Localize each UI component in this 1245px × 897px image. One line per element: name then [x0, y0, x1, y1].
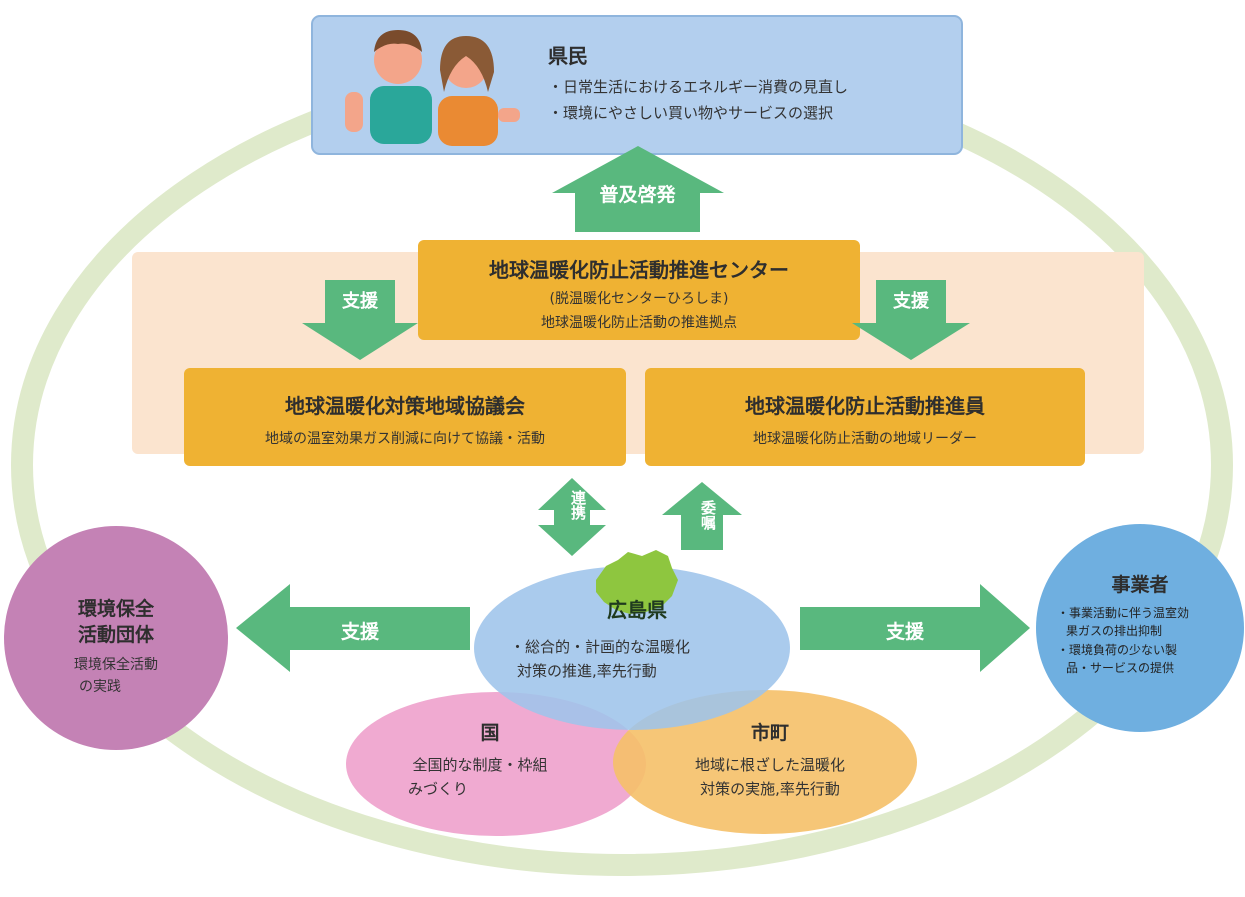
env-group-title-1: 環境保全 — [77, 598, 154, 620]
shien-right-label: 支援 — [893, 291, 929, 312]
promoter-title: 地球温暖化防止活動推進員 — [745, 394, 985, 418]
shicho-line-1: 地域に根ざした温暖化 — [694, 756, 845, 774]
kenmin-title: 県民 — [548, 44, 588, 68]
council-desc: 地域の温室効果ガス削減に向けて協議・活動 — [265, 431, 545, 447]
council-title: 地球温暖化対策地域協議会 — [285, 394, 525, 418]
kenmin-line-2: ・環境にやさしい買い物やサービスの選択 — [548, 104, 834, 122]
shien-biz-label: 支援 — [885, 621, 924, 643]
business-line-4: 品・サービスの提供 — [1066, 661, 1175, 675]
business-line-3: ・環境負荷の少ない製 — [1057, 643, 1178, 657]
business-title: 事業者 — [1111, 574, 1169, 596]
prefecture-ellipse — [474, 566, 790, 730]
shien-left-label: 支援 — [342, 291, 378, 312]
business-circle — [1036, 524, 1244, 732]
renkei-label: 連携 — [569, 490, 587, 520]
prefecture-title: 広島県 — [607, 598, 667, 622]
prefecture-line-2: 対策の推進,率先行動 — [517, 662, 657, 680]
center-subtitle: (脱温暖化センターひろしま) — [549, 291, 729, 307]
center-box — [418, 240, 860, 340]
ishoku-arrow — [662, 482, 742, 550]
center-desc: 地球温暖化防止活動の推進拠点 — [541, 315, 737, 331]
env-group-line-2: の実践 — [79, 679, 121, 695]
promoter-box — [645, 368, 1085, 466]
kuni-line-2: みづくり — [408, 780, 469, 798]
center-title: 地球温暖化防止活動推進センター — [489, 258, 789, 282]
kuni-line-1: 全国的な制度・枠組 — [412, 756, 548, 774]
prefecture-line-1: ・総合的・計画的な温暖化 — [510, 638, 691, 656]
kuni-ellipse — [346, 692, 646, 836]
shicho-line-2: 対策の実施,率先行動 — [700, 780, 840, 798]
shien-left-arrow — [302, 280, 418, 360]
kenmin-line-1: ・日常生活におけるエネルギー消費の見直し — [548, 78, 849, 96]
shicho-ellipse — [613, 690, 917, 834]
fukyu-label: 普及啓発 — [599, 184, 676, 206]
shicho-title: 市町 — [750, 722, 789, 744]
person-icon-man — [345, 30, 432, 144]
renkei-arrow — [538, 478, 606, 556]
kuni-title: 国 — [480, 722, 500, 744]
hiroshima-map-icon — [596, 550, 678, 614]
promoter-desc: 地球温暖化防止活動の地域リーダー — [753, 431, 977, 447]
fukyu-arrow — [552, 146, 724, 232]
env-group-line-1: 環境保全活動 — [74, 657, 158, 673]
shien-env-arrow — [236, 584, 470, 672]
env-group-title-2: 活動団体 — [77, 624, 154, 646]
business-line-2: 果ガスの排出抑制 — [1066, 624, 1163, 638]
person-icon-woman — [438, 36, 520, 146]
business-line-1: ・事業活動に伴う温室効 — [1057, 606, 1190, 620]
ishoku-label: 委嘱 — [699, 500, 717, 530]
shien-biz-arrow — [800, 584, 1030, 672]
shien-right-arrow — [852, 280, 970, 360]
council-box — [184, 368, 626, 466]
env-group-circle — [4, 526, 228, 750]
shien-env-label: 支援 — [340, 621, 379, 643]
